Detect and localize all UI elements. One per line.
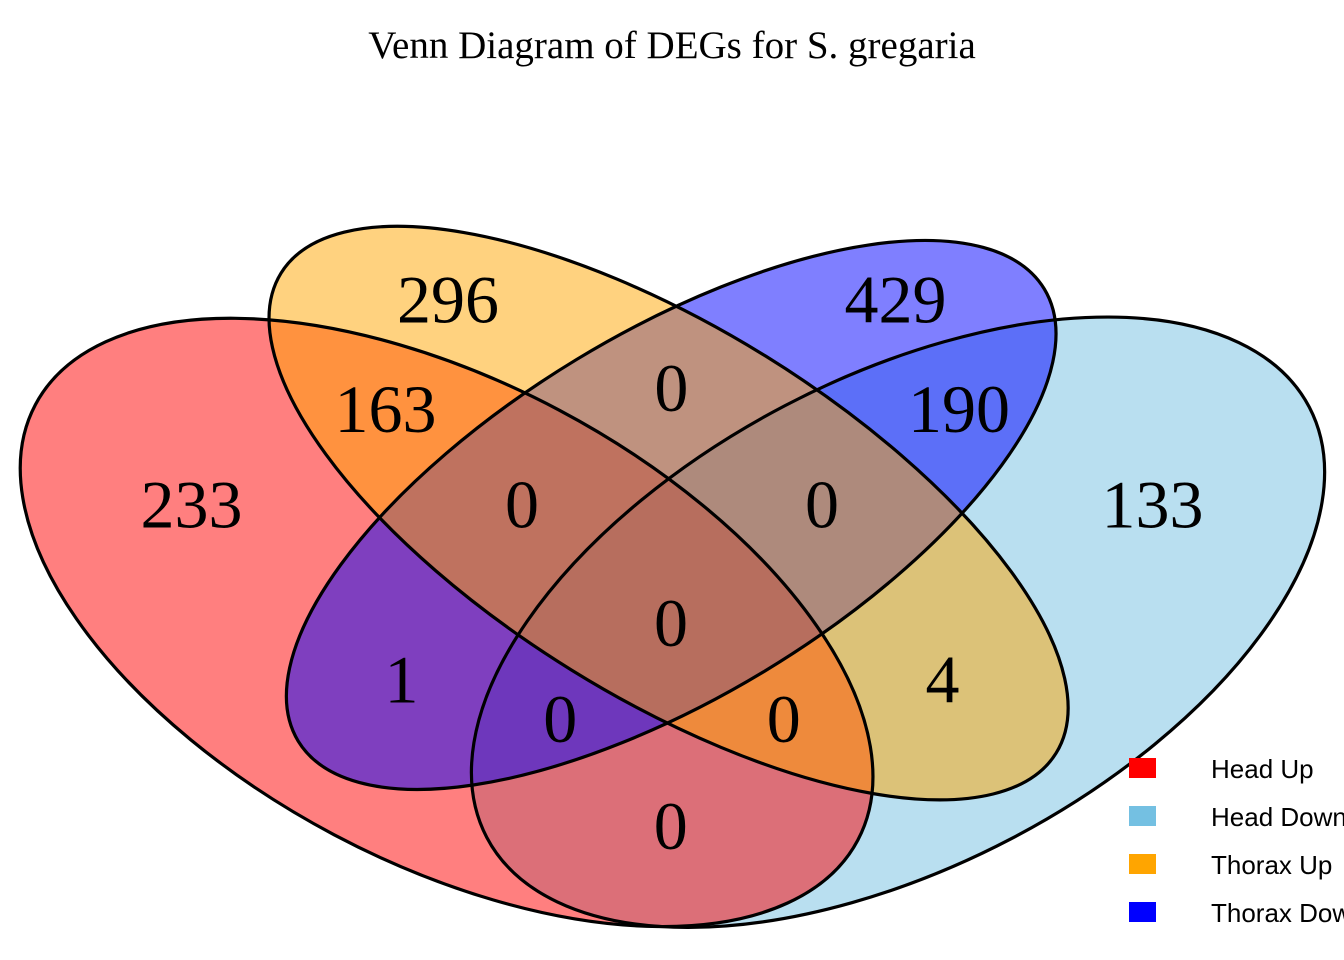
svg-text:429: 429 xyxy=(845,261,947,337)
svg-text:296: 296 xyxy=(397,261,499,337)
svg-text:0: 0 xyxy=(543,681,577,757)
svg-text:0: 0 xyxy=(654,585,688,661)
svg-text:190: 190 xyxy=(908,371,1010,447)
svg-text:233: 233 xyxy=(141,467,243,543)
svg-text:0: 0 xyxy=(805,467,839,543)
svg-text:Thorax Down: Thorax Down xyxy=(1211,898,1344,928)
svg-text:0: 0 xyxy=(767,681,801,757)
svg-text:Thorax Up: Thorax Up xyxy=(1211,850,1332,880)
svg-text:0: 0 xyxy=(654,788,688,864)
svg-text:1: 1 xyxy=(385,642,419,718)
svg-text:4: 4 xyxy=(926,642,960,718)
svg-text:133: 133 xyxy=(1102,467,1204,543)
svg-text:163: 163 xyxy=(335,371,437,447)
svg-text:Venn Diagram of DEGs for S. gr: Venn Diagram of DEGs for S. gregaria xyxy=(368,24,976,67)
svg-text:Head Down: Head Down xyxy=(1211,802,1344,832)
svg-text:0: 0 xyxy=(505,467,539,543)
svg-text:Head Up: Head Up xyxy=(1211,754,1314,784)
svg-text:0: 0 xyxy=(654,350,688,426)
